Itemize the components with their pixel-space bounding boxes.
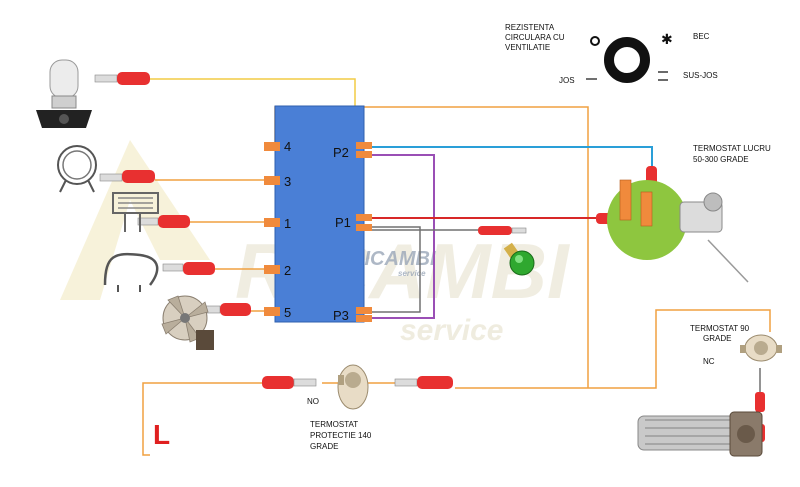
thermostat-protect-label-1: TERMOSTAT xyxy=(310,420,358,429)
pin-p1-terminal-a xyxy=(356,214,372,221)
thermostat-90-icon xyxy=(740,334,782,362)
bulb-lamp-icon xyxy=(36,59,92,128)
pin-p3-terminal-b xyxy=(356,315,372,322)
watermark-sub: service xyxy=(400,314,503,347)
selector-switch: 4 3 1 2 5 P2 P1 P3 xyxy=(264,105,372,323)
wire-thermo90 xyxy=(588,309,771,389)
mode-text-line2: CIRCULARA CU xyxy=(505,33,565,42)
mode-text-line3: VENTILATIE xyxy=(505,43,550,52)
thermostat-90-label-2: GRADE xyxy=(703,334,731,343)
pin-label-p2: P2 xyxy=(333,145,349,160)
star-icon: ✱ xyxy=(661,31,673,47)
connectors xyxy=(94,72,765,442)
selector-knob-icon xyxy=(604,37,650,83)
pin-label-5: 5 xyxy=(284,305,291,320)
legend-bec: BEC xyxy=(693,32,710,41)
pin-label-4: 4 xyxy=(284,139,291,154)
connector-ring xyxy=(99,170,155,183)
phase-label: L xyxy=(153,419,170,450)
pin-5-terminal xyxy=(264,307,280,316)
wire-purple-loop xyxy=(372,154,435,319)
watermark-sub-small: service xyxy=(398,269,426,278)
legend-sus-jos: SUS-JOS xyxy=(683,71,718,80)
pin-label-p1: P1 xyxy=(335,215,351,230)
pin-1-terminal xyxy=(264,218,280,227)
indicator-lamp-icon xyxy=(503,242,535,276)
thermostat-protect-icon xyxy=(337,364,369,410)
top-bottom-mode-icon xyxy=(658,71,668,81)
thermostat-work-label-1: TERMOSTAT LUCRU xyxy=(693,144,771,153)
connector-indicator xyxy=(478,226,527,235)
circular-heater-icon xyxy=(57,145,97,193)
connector-protect-right xyxy=(394,376,453,389)
pin-3-terminal xyxy=(264,176,280,185)
mode-text-line1: REZISTENTA xyxy=(505,23,555,32)
connector-protect-left xyxy=(262,376,317,389)
pin-p3-terminal-a xyxy=(356,307,372,314)
thermostat-work-label-2: 50-300 GRADE xyxy=(693,155,749,164)
pin-2-terminal xyxy=(264,265,280,274)
pin-label-1: 1 xyxy=(284,216,291,231)
fan-motor-icon xyxy=(161,295,214,350)
pin-p2-terminal-a xyxy=(356,142,372,149)
pin-p2-terminal-b xyxy=(356,151,372,158)
ring-mode-icon xyxy=(590,36,600,46)
pin-p1-terminal-b xyxy=(356,224,372,231)
wire-gray-link xyxy=(372,226,421,313)
thermostat-90-label-1: TERMOSTAT 90 xyxy=(690,324,750,333)
pin-label-2: 2 xyxy=(284,263,291,278)
wire-line-l xyxy=(142,382,262,456)
pin-label-p3: P3 xyxy=(333,308,349,323)
thermostat-protect-label-3: GRADE xyxy=(310,442,338,451)
labels: REZISTENTA CIRCULARA CU VENTILATIE BEC J… xyxy=(153,23,771,451)
connector-fan-top xyxy=(755,392,765,412)
thermostat-protect-state: NO xyxy=(307,397,319,406)
switch-body xyxy=(274,105,365,323)
thermostat-work-icon xyxy=(607,179,749,283)
connector-upper xyxy=(137,215,190,228)
tangential-fan-icon xyxy=(637,411,763,457)
legend-jos: JOS xyxy=(559,76,575,85)
watermark-brand-small: RICAMBI xyxy=(350,248,436,270)
connector-lamp xyxy=(94,72,150,85)
thermostat-protect-label-2: PROTECTIE 140 xyxy=(310,431,372,440)
pin-4-terminal xyxy=(264,142,280,151)
grill-heater-icon xyxy=(112,192,159,232)
pin-label-3: 3 xyxy=(284,174,291,189)
bottom-heater-icon xyxy=(103,252,159,292)
wire-p2-thermostat xyxy=(372,146,653,168)
thermostat-90-state: NC xyxy=(703,357,715,366)
legend-symbols: ✱ xyxy=(586,31,673,83)
connector-lower xyxy=(162,262,215,275)
